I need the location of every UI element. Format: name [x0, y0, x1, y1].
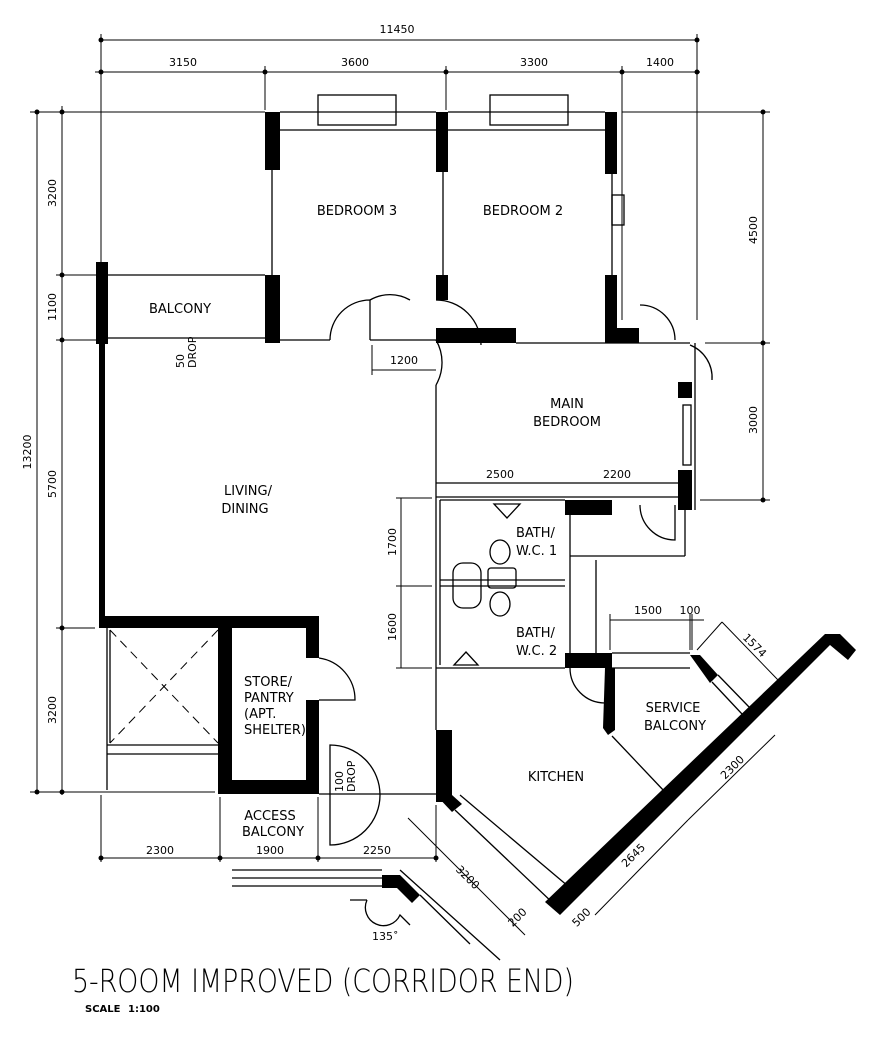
label-bath-2: BATH/: [516, 626, 556, 641]
dim-left: 3200: [46, 696, 59, 724]
label-living-dining: DINING: [221, 502, 268, 517]
dim-top: 3300: [520, 56, 548, 69]
dim-bottom: 2250: [363, 844, 391, 857]
bottom-dimensions: 2300 1900 2250: [98, 795, 439, 862]
scale-value: 1:100: [128, 1004, 160, 1015]
top-dimensions: 11450 3150 3600 3300 1400: [95, 23, 700, 320]
label-bath-2: W.C. 2: [516, 644, 557, 659]
dim-overall-width: 11450: [380, 23, 415, 36]
notes: 50 DROP 100 DROP 135˚: [174, 336, 411, 943]
dim-top: 3150: [169, 56, 197, 69]
left-dimensions: 13200 3200 1100 5700 3200: [21, 106, 265, 795]
partitions: [106, 111, 751, 961]
label-bath-1: W.C. 1: [516, 544, 557, 559]
room-labels: BEDROOM 3 BEDROOM 2 BALCONY MAIN BEDROOM…: [149, 204, 706, 840]
dim-left: 1100: [46, 293, 59, 321]
doors: [317, 94, 713, 846]
label-store: STORE/: [244, 675, 293, 690]
scale-label: SCALE: [85, 1004, 121, 1015]
fixtures: [452, 194, 692, 666]
dim-2300: 2300: [718, 753, 747, 782]
label-kitchen: KITCHEN: [528, 770, 584, 785]
dim-top: 1400: [646, 56, 674, 69]
note-100-drop: 100: [333, 771, 346, 792]
label-living-dining: LIVING/: [224, 484, 273, 499]
dim-top: 3600: [341, 56, 369, 69]
dim-bottom: 2300: [146, 844, 174, 857]
walls: [96, 112, 856, 915]
label-store: (APT.: [244, 707, 276, 722]
dim-200: 200: [506, 906, 530, 930]
dim-service: 100: [680, 604, 701, 617]
note-100-drop: DROP: [345, 760, 358, 792]
note-50-drop: 50: [174, 354, 187, 368]
plan-title: 5-ROOM IMPROVED (CORRIDOR END): [72, 962, 574, 1000]
label-store: SHELTER): [244, 723, 306, 738]
dim-left: 5700: [46, 470, 59, 498]
interior-dimensions: 1200 2500 2200 1700 1600 1500 100 1574 2…: [371, 345, 779, 936]
dim-left: 3200: [46, 179, 59, 207]
note-angle: 135˚: [372, 930, 399, 943]
dim-service: 1500: [634, 604, 662, 617]
label-service-balcony: SERVICE: [646, 701, 701, 716]
right-dimensions: 4500 3000: [622, 109, 770, 503]
dim-overall-height: 13200: [21, 435, 34, 470]
dim-500: 500: [570, 906, 594, 930]
label-store: PANTRY: [244, 691, 294, 706]
dim-right: 4500: [747, 216, 760, 244]
dim-bath: 1600: [386, 613, 399, 641]
label-balcony: BALCONY: [149, 302, 211, 317]
label-bedroom-3: BEDROOM 3: [317, 204, 397, 219]
label-access-balcony: BALCONY: [242, 825, 304, 840]
label-bedroom-2: BEDROOM 2: [483, 204, 563, 219]
label-bath-1: BATH/: [516, 526, 556, 541]
dim-main-bed: 2200: [603, 468, 631, 481]
dim-bath: 1700: [386, 528, 399, 556]
dim-door: 1200: [390, 354, 418, 367]
dim-right: 3000: [747, 406, 760, 434]
label-access-balcony: ACCESS: [244, 809, 296, 824]
label-service-balcony: BALCONY: [644, 719, 706, 734]
label-main-bedroom: BEDROOM: [533, 415, 601, 430]
label-main-bedroom: MAIN: [550, 397, 584, 412]
note-50-drop: DROP: [186, 336, 199, 368]
dim-main-bed: 2500: [486, 468, 514, 481]
dim-bottom: 1900: [256, 844, 284, 857]
